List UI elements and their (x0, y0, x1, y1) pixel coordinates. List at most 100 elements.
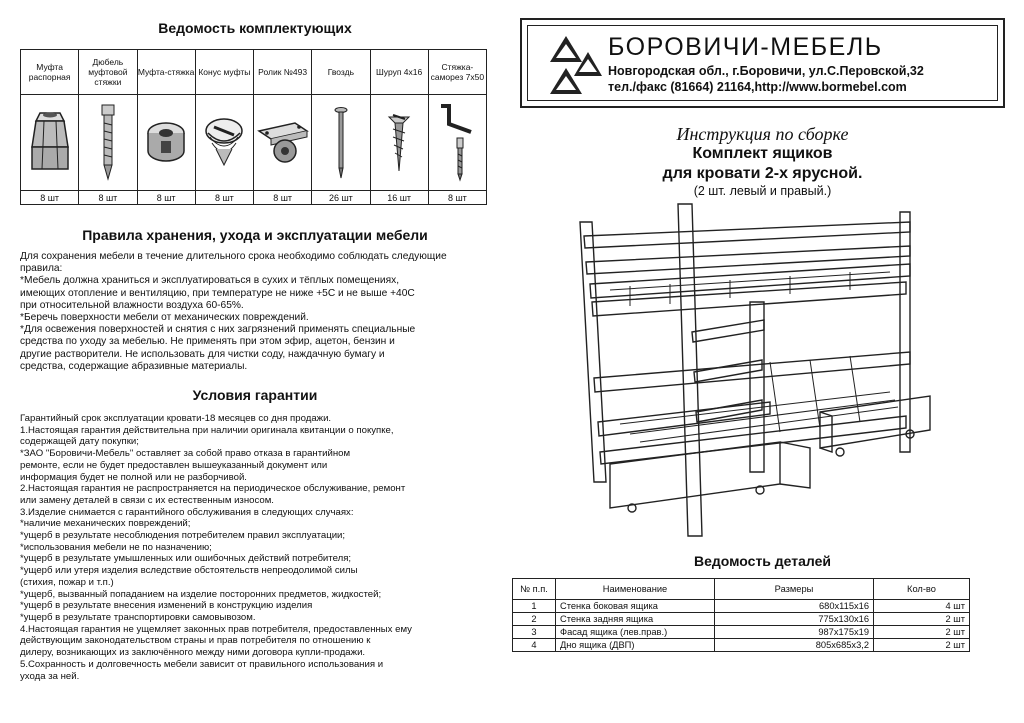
guarantee-line: содержащей дату покупки; (20, 436, 139, 448)
guarantee-line: *наличие механических повреждений; (20, 518, 191, 530)
expansion-nut-icon (30, 111, 69, 170)
guarantee-line: ремонте, если не будет предоставлен выше… (20, 459, 328, 471)
table-row: 2 Стенка задняя ящика 775х130х16 2 шт (512, 612, 970, 626)
nail-icon (334, 106, 348, 178)
details-header-cell: № п.п. (512, 578, 556, 600)
guarantee-line: Гарантийный срок эксплуатации кровати-18… (20, 413, 332, 425)
components-table: Муфта распорная Дюбель муфтовой стяжки М… (19, 49, 488, 205)
instruction-line-1: Инструкция по сборке (676, 124, 849, 144)
component-name: Гвоздь (311, 49, 371, 95)
company-contacts: Новгородская обл., г.Боровичи, ул.С.Перо… (608, 63, 924, 95)
components-qty-row: 8 шт 8 шт 8 шт 8 шт 8 шт 26 шт 16 шт 8 ш… (19, 190, 488, 205)
guarantee-line: дилеру, возникающих из заключённого межд… (20, 647, 366, 659)
details-header-cell: Размеры (714, 578, 874, 600)
company-header: БОРОВИЧИ-МЕБЕЛЬ Новгородская обл., г.Бор… (520, 18, 1005, 108)
guarantee-line: информация будет не полной или не разбор… (20, 471, 247, 483)
details-cell: 2 шт (873, 612, 970, 626)
rules-line: *Мебель должна храниться и эксплуатирова… (20, 275, 400, 287)
details-table: № п.п. Наименование Размеры Кол-во 1 Сте… (512, 578, 970, 652)
company-name: БОРОВИЧИ-МЕБЕЛЬ (608, 33, 883, 61)
details-cell: 3 (512, 625, 556, 639)
company-phone-web: тел./факс (81664) 21164,http://www.borme… (608, 80, 907, 94)
components-image-row (19, 94, 488, 191)
rules-line: другие растворители. Не использовать для… (20, 348, 385, 360)
component-qty: 8 шт (78, 190, 138, 205)
details-cell: 805х685х3,2 (714, 638, 874, 652)
guarantee-line: *ущерб или утеря изделия вследствие обст… (20, 565, 358, 577)
component-qty: 8 шт (194, 190, 255, 205)
rules-line: средства, содержащие абразивные материал… (20, 360, 248, 372)
cone-icon (205, 117, 244, 166)
rules-line: правила: (20, 263, 63, 275)
screw-icon (387, 113, 411, 171)
details-title: Ведомость деталей (693, 553, 832, 569)
component-name: Муфта распорная (19, 49, 80, 95)
component-name: Ролик №493 (252, 49, 313, 95)
guarantee-line: или замену деталей в связи с их естестве… (20, 494, 274, 506)
details-header-cell: Кол-во (873, 578, 970, 600)
guarantee-line: 3.Изделие снимается с гарантийного обслу… (20, 506, 354, 518)
component-qty: 8 шт (252, 190, 313, 205)
rules-text: Для сохранения мебели в течение длительн… (20, 251, 490, 373)
coupling-icon (147, 121, 185, 162)
rules-line: *Для освежения поверхностей и снятия с н… (20, 324, 416, 336)
guarantee-line: *ущерб в результате внесения изменений в… (20, 600, 313, 612)
component-name: Муфта-стяжка (136, 49, 196, 95)
instruction-title: Инструкция по сборке Комплект ящиков для… (520, 124, 1005, 199)
dowel-icon (101, 104, 115, 181)
rules-line: *Беречь поверхности мебели от механическ… (20, 312, 309, 324)
guarantee-line: 2.Настоящая гарантия не распространяется… (20, 483, 406, 495)
table-row: 3 Фасад ящика (лев.прав.) 987х175х19 2 ш… (512, 625, 970, 639)
guarantee-line: *ЗАО "Боровичи-Мебель" оставляет за собо… (20, 448, 351, 460)
instruction-line-2: Комплект ящиков (692, 145, 833, 162)
rules-line: средства по уходу за мебелью. Не применя… (20, 336, 395, 348)
guarantee-line: 1.Настоящая гарантия действительна при н… (20, 424, 394, 436)
details-cell: 2 шт (873, 625, 970, 639)
rules-title: Правила хранения, ухода и эксплуатации м… (82, 227, 428, 243)
right-page: БОРОВИЧИ-МЕБЕЛЬ Новгородская обл., г.Бор… (512, 10, 1005, 715)
company-logo-icon (550, 36, 602, 94)
components-header-row: Муфта распорная Дюбель муфтовой стяжки М… (19, 49, 488, 95)
guarantee-line: *ущерб в результате несоблюдения потреби… (20, 530, 346, 542)
guarantee-line: *использования мебели не по назначению; (20, 541, 212, 553)
component-name: Стяжка-саморез 7х50 (427, 49, 488, 95)
details-header-cell: Наименование (555, 578, 715, 600)
component-qty: 16 шт (369, 190, 429, 205)
guarantee-line: ухода за ней. (20, 670, 80, 682)
details-cell: 4 шт (873, 599, 970, 613)
components-title: Ведомость комплектующих (158, 20, 352, 36)
component-qty: 8 шт (136, 190, 196, 205)
bunk-bed-drawing (579, 203, 931, 537)
guarantee-text: Гарантийный срок эксплуатации кровати-18… (20, 413, 490, 682)
company-address: Новгородская обл., г.Боровичи, ул.С.Перо… (608, 64, 924, 78)
component-name: Конус муфты (194, 49, 255, 95)
details-cell: Дно ящика (ДВП) (555, 638, 715, 652)
guarantee-line: *ущерб, вызванный попаданием на изделие … (20, 588, 382, 600)
details-cell: Стенка задняя ящика (555, 612, 715, 626)
component-qty: 8 шт (19, 190, 80, 205)
details-cell: 2 (512, 612, 556, 626)
table-row: 4 Дно ящика (ДВП) 805х685х3,2 2 шт (512, 638, 970, 652)
details-cell: Фасад ящика (лев.прав.) (555, 625, 715, 639)
instruction-line-4: (2 шт. левый и правый.) (693, 184, 832, 198)
rules-line: имеющих отопление и вентиляцию, при темп… (20, 287, 415, 299)
details-cell: 775х130х16 (714, 612, 874, 626)
guarantee-line: *ущерб в результате транспортировки само… (20, 611, 256, 623)
details-cell: 987х175х19 (714, 625, 874, 639)
details-cell: 680х115х16 (714, 599, 874, 613)
component-qty: 8 шт (427, 190, 488, 205)
table-row: 1 Стенка боковая ящика 680х115х16 4 шт (512, 599, 970, 613)
guarantee-line: действующим законодательством страны и п… (20, 635, 371, 647)
guarantee-line: (стихия, пожар и т.п.) (20, 576, 114, 588)
details-header-row: № п.п. Наименование Размеры Кол-во (512, 578, 970, 600)
rules-line: Для сохранения мебели в течение длительн… (20, 251, 447, 262)
details-cell: 1 (512, 599, 556, 613)
guarantee-title: Условия гарантии (192, 387, 318, 404)
left-page: Ведомость комплектующих Муфта распорная … (19, 10, 490, 715)
guarantee-line: 5.Сохранность и долговечность мебели зав… (20, 658, 384, 670)
guarantee-line: *ущерб в результате умышленных или ошибо… (20, 553, 352, 565)
guarantee-line: 4.Настоящая гарантия не ущемляет законны… (20, 623, 412, 635)
roller-icon (256, 121, 309, 163)
instruction-line-3: для кровати 2-х ярусной. (662, 165, 863, 182)
component-name: Шуруп 4х16 (369, 49, 429, 95)
